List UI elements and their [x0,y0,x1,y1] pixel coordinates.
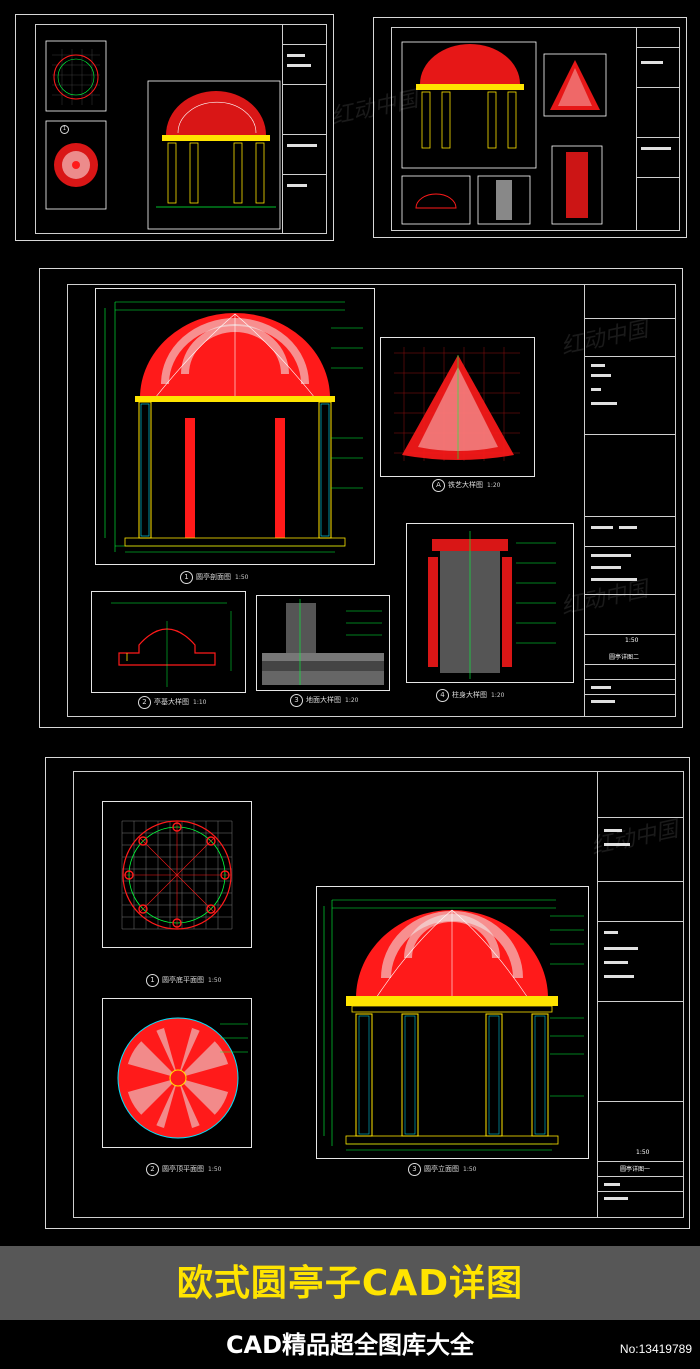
drawing-sheet-thumb-1: 1 [15,14,334,241]
view-scale: 1:20 [491,692,505,699]
view-label: 1 [60,125,72,134]
title-block-drawing-name: 圆亭详图二 [609,654,640,661]
view-ironwork-detail [380,337,535,477]
title-block: 1:50 圆亭详图一 [597,771,684,1218]
floor-plan-drawing [121,820,233,930]
thumb-1-drawings [45,40,281,230]
title-block-drawing-name: 圆亭详图一 [620,1166,651,1173]
view-number: 2 [138,696,151,709]
sheet-frame [391,27,680,231]
view-name: 圆亭底平面图 [162,976,204,984]
view-name: 地面大样图 [306,696,341,704]
drawing-sheet-thumb-2 [373,17,687,238]
sheet-frame [67,284,676,717]
sheet-frame [73,771,684,1218]
view-number: 3 [408,1163,421,1176]
base-detail-drawing [111,602,232,687]
view-floor-plan [102,801,252,948]
view-name: 柱身大样图 [452,691,487,699]
roof-plan-drawing [117,1017,248,1139]
gazebo-section-drawing [104,301,363,553]
view-name: 铁艺大样图 [448,481,483,489]
view-gazebo-section [95,288,375,565]
view-name: 圆亭顶平面图 [162,1165,204,1173]
view-column-detail [406,523,574,683]
ironwork-detail-drawing [394,347,520,461]
view-ground-detail [256,595,390,691]
view-base-detail [91,591,246,693]
view-scale: 1:10 [193,699,207,706]
image-number: No:13419789 [619,1342,692,1356]
title-block-scale: 1:50 [636,1149,650,1156]
view-name: 圆亭立面图 [424,1165,459,1173]
view-scale: 1:20 [345,697,359,704]
view-name: 亭基大样图 [154,698,189,706]
view-scale: 1:50 [235,574,249,581]
sheet-frame [35,24,327,234]
view-number: A [432,479,445,492]
elevation-drawing [323,899,584,1151]
view-number: 3 [290,694,303,707]
banner-subtitle-bar [0,1320,700,1369]
ground-detail-drawing [262,599,384,685]
view-scale: 1:20 [487,482,501,489]
view-name: 圆亭剖面图 [196,573,231,581]
view-roof-plan [102,998,252,1148]
view-scale: 1:50 [208,977,222,984]
view-number: 4 [436,689,449,702]
title-block [282,24,327,234]
title-block-scale: 1:50 [625,637,639,644]
banner-title: 欧式圆亭子CAD详图 [176,1263,524,1304]
thumb-2-drawings [401,41,607,225]
title-block: 1:50 圆亭详图二 [584,284,676,717]
view-number: 1 [146,974,159,987]
banner-subtitle: CAD精品超全图库大全 [225,1331,475,1359]
title-block [636,27,680,231]
column-detail-drawing [428,531,556,679]
view-scale: 1:50 [208,1166,222,1173]
view-scale: 1:50 [463,1166,477,1173]
view-number: 2 [146,1163,159,1176]
view-elevation [316,886,589,1159]
view-number: 1 [180,571,193,584]
